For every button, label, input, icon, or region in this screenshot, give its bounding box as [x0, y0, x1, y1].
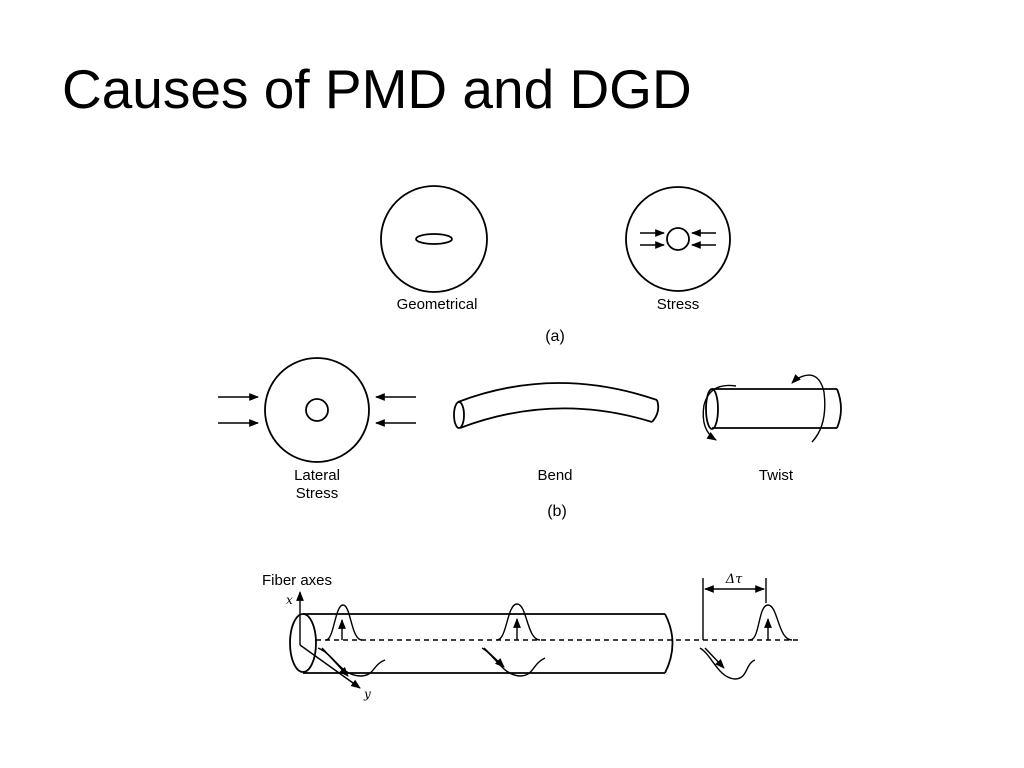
delay-label: Δτ: [725, 572, 743, 587]
bend-fiber: [453, 382, 660, 429]
geometrical-fiber-cross-section: [380, 185, 488, 293]
bend-label: Bend: [537, 467, 572, 484]
fiber-cylinder: [289, 613, 800, 674]
fiber-axes-label: Fiber axes: [262, 572, 332, 589]
panel-b-caption: (b): [547, 503, 567, 520]
stress-label: Stress: [657, 296, 700, 313]
mid-pulse: [481, 603, 546, 677]
twist-label: Twist: [759, 467, 794, 484]
x-axis-label: x: [286, 593, 293, 607]
lateral-label-line1: Lateral: [294, 467, 340, 484]
fiber-axes: [296, 591, 361, 689]
delay-marker: [702, 578, 767, 640]
geometrical-label: Geometrical: [397, 296, 478, 313]
twist-fiber: [702, 373, 842, 443]
y-axis-label: y: [363, 687, 371, 701]
input-pulse: [317, 604, 386, 677]
panel-a-caption: (a): [545, 328, 565, 345]
slide-title: Causes of PMD and DGD: [62, 58, 692, 120]
output-pulse: [699, 604, 793, 680]
lateral-stress-cross-section: [218, 357, 416, 463]
lateral-label-line2: Stress: [296, 485, 339, 502]
stress-fiber-cross-section: [625, 186, 731, 292]
